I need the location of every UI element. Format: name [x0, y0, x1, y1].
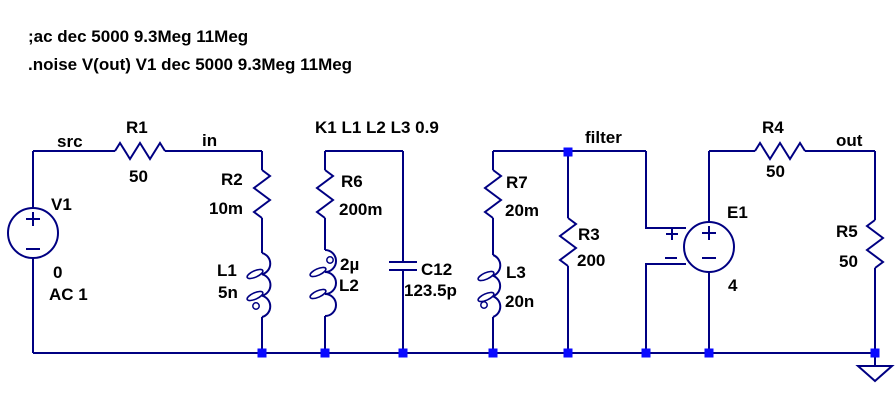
resistor-icon	[754, 141, 806, 161]
component-l2[interactable]	[309, 249, 337, 317]
resistor-icon	[558, 217, 578, 267]
component-v1[interactable]	[7, 207, 59, 259]
component-r7[interactable]	[483, 169, 503, 219]
net-label-filter[interactable]: filter	[585, 128, 622, 147]
label-r6-ref[interactable]: R6	[341, 172, 363, 191]
label-l3-ref[interactable]: L3	[506, 263, 526, 282]
component-r4[interactable]	[754, 141, 806, 161]
label-c12-ref[interactable]: C12	[421, 260, 452, 279]
junction-dot	[563, 147, 573, 157]
junction-dot	[641, 348, 651, 358]
component-r2[interactable]	[252, 169, 272, 219]
junctions	[257, 147, 880, 358]
label-r1-value[interactable]: 50	[129, 167, 148, 186]
inductor-petal-icon	[246, 290, 264, 302]
component-r3[interactable]	[558, 217, 578, 267]
label-r5-ref[interactable]: R5	[836, 222, 858, 241]
junction-dot	[704, 348, 714, 358]
component-l3[interactable]	[477, 254, 502, 318]
component-c12[interactable]	[389, 261, 417, 271]
component-e1[interactable]	[665, 221, 735, 273]
net-label-out[interactable]: out	[836, 131, 863, 150]
phase-dot-icon	[480, 301, 488, 309]
resistor-icon	[114, 141, 166, 161]
resistor-icon	[865, 219, 885, 269]
label-l2-ref[interactable]: L2	[339, 276, 359, 295]
label-r3-ref[interactable]: R3	[578, 225, 600, 244]
resistor-icon	[315, 169, 335, 219]
phase-dot-icon	[252, 302, 260, 310]
label-r2-value[interactable]: 10m	[209, 199, 243, 218]
phase-dot-icon	[326, 256, 334, 264]
junction-dot	[488, 348, 498, 358]
ground-icon	[855, 365, 895, 383]
spice-directive-noise[interactable]: .noise V(out) V1 dec 5000 9.3Meg 11Meg	[28, 55, 352, 74]
label-v1-dc[interactable]: 0	[53, 263, 62, 282]
wires	[32, 150, 876, 366]
label-l1-ref[interactable]: L1	[217, 261, 237, 280]
label-r2-ref[interactable]: R2	[221, 170, 243, 189]
controlled-source-icon	[683, 221, 735, 273]
junction-dot	[870, 348, 880, 358]
label-r5-value[interactable]: 50	[839, 252, 858, 271]
label-r4-ref[interactable]: R4	[762, 118, 784, 137]
label-r4-value[interactable]: 50	[766, 162, 785, 181]
label-r6-value[interactable]: 200m	[339, 200, 382, 219]
label-l1-value[interactable]: 5n	[218, 283, 238, 302]
label-r7-value[interactable]: 20m	[505, 201, 539, 220]
spice-directive-coupling[interactable]: K1 L1 L2 L3 0.9	[315, 118, 439, 137]
wire-e1-ctrl-plus[interactable]	[645, 151, 686, 229]
junction-dot	[320, 348, 330, 358]
resistor-icon	[252, 169, 272, 219]
label-l3-value[interactable]: 20n	[505, 292, 534, 311]
junction-dot	[398, 348, 408, 358]
spice-directive-ac[interactable]: ;ac dec 5000 9.3Meg 11Meg	[28, 27, 248, 46]
label-c12-value[interactable]: 123.5p	[404, 281, 457, 300]
resistor-icon	[483, 169, 503, 219]
inductor-icon	[324, 249, 337, 317]
ground-symbol[interactable]	[855, 365, 895, 383]
inductor-petal-icon	[309, 266, 327, 278]
label-v1-ref[interactable]: V1	[51, 195, 72, 214]
label-r1-ref[interactable]: R1	[126, 118, 148, 137]
component-r6[interactable]	[315, 169, 335, 219]
junction-dot	[257, 348, 267, 358]
inductor-petal-icon	[477, 291, 495, 303]
wire-e1-ctrl-minus[interactable]	[645, 263, 686, 353]
label-r3-value[interactable]: 200	[577, 251, 605, 270]
junction-dot	[563, 348, 573, 358]
net-label-in[interactable]: in	[202, 131, 217, 150]
label-v1-ac[interactable]: AC 1	[49, 285, 88, 304]
inductor-petal-icon	[246, 268, 264, 280]
component-r1[interactable]	[114, 141, 166, 161]
label-r7-ref[interactable]: R7	[506, 173, 528, 192]
label-l2-value[interactable]: 2µ	[340, 255, 359, 274]
label-e1-value[interactable]: 4	[728, 276, 738, 295]
inductor-icon	[261, 252, 272, 318]
component-r5[interactable]	[865, 219, 885, 269]
inductor-petal-icon	[309, 288, 327, 300]
label-e1-ref[interactable]: E1	[727, 203, 748, 222]
inductor-icon	[490, 254, 502, 318]
inductor-petal-icon	[477, 270, 495, 282]
component-l1[interactable]	[246, 252, 272, 318]
net-label-src[interactable]: src	[57, 132, 83, 151]
voltage-source-icon	[7, 207, 59, 259]
